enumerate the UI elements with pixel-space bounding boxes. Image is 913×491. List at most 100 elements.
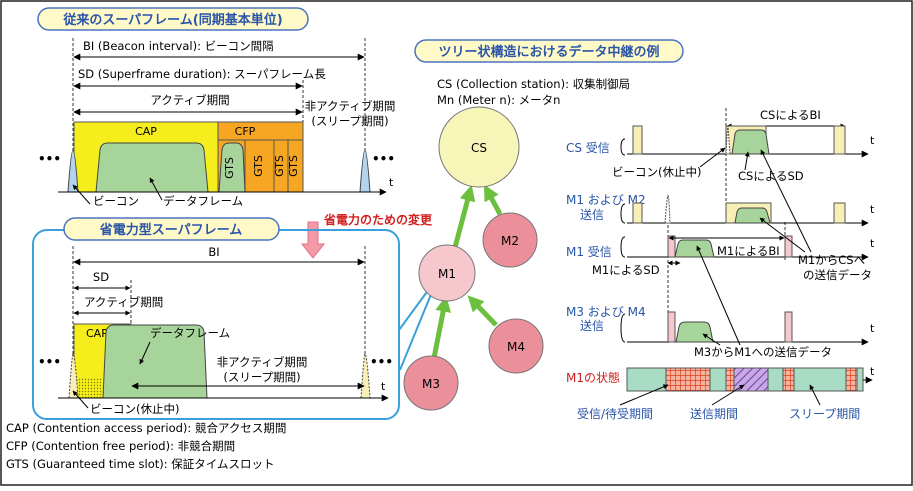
cap-data-frame — [95, 142, 209, 193]
node-m1 — [418, 244, 476, 302]
node-m4 — [488, 318, 544, 374]
gts-labels: GTS GTS GTS GTS — [223, 155, 300, 179]
m1-to-cs-pointer — [759, 217, 806, 253]
ellipsis-right: ••• — [372, 152, 395, 166]
arrow-m4-m1 — [467, 295, 498, 327]
beacon-idle-label: ビーコン(休止中) — [612, 165, 701, 179]
ps-data-frame — [102, 324, 208, 399]
cs-bi-label: CSによるBI — [760, 108, 821, 122]
m1-to-cs-label-sub: の送信データ — [803, 268, 872, 282]
ps-dataframe-pointer — [139, 341, 151, 365]
m3-to-m1-label: M3からM1への送信データ — [694, 345, 832, 359]
m1-to-cs-pointer — [760, 149, 812, 253]
tree-title-box — [414, 39, 684, 63]
legend-tx-pointer — [711, 384, 745, 406]
cs-beacon-slot — [632, 125, 643, 155]
beacon-idle-pointer — [699, 147, 726, 168]
m34-slot — [667, 311, 676, 343]
gts-label: GTS — [287, 155, 300, 177]
active-label: アクティブ期間 — [150, 93, 229, 107]
legend-tx: 送信期間 — [690, 406, 738, 421]
ps-axis-t: t — [381, 380, 386, 393]
m3-to-m1-pointer — [702, 333, 721, 346]
m1-to-cs-label: M1からCSへ — [798, 253, 865, 267]
m3-to-m1-pointer — [696, 245, 741, 346]
ps-active-label: アクティブ期間 — [84, 295, 163, 309]
ps-cap-dots — [74, 378, 102, 398]
sd-label: SD (Superframe duration): スーパフレーム長 — [78, 67, 326, 81]
beacon — [359, 149, 371, 193]
gts-data-frame — [218, 142, 246, 193]
beacon-idle — [68, 353, 79, 399]
gts-label: GTS — [252, 155, 265, 177]
m1-beacon-slot — [784, 235, 793, 258]
node-m3 — [403, 355, 459, 411]
cs-sd-pointer — [744, 151, 750, 171]
definitions: CAP (Contention access period): 競合アクセス期間… — [6, 421, 286, 471]
beacon-label: ビーコン — [93, 194, 139, 208]
definition-cfp: CFP (Contention free period): 非競合期間 — [6, 439, 235, 453]
tree-title: ツリー状構造におけるデータ中継の例 — [438, 44, 659, 60]
m12-tx-frame — [734, 207, 771, 224]
definition-cap: CAP (Contention access period): 競合アクセス期間 — [6, 421, 286, 435]
row-m12-t: t — [870, 203, 875, 216]
ps-beacon-label: ビーコン(休止中) — [90, 402, 179, 416]
m34-slot — [784, 311, 793, 343]
inactive-label: 非アクティブ期間 — [305, 99, 396, 113]
timing-chart: CSによるBI CS 受信 t ビーコン(休止中) CSによるSD M1 および… — [566, 108, 875, 421]
legend-mn: Mn (Meter n): メータn — [437, 93, 560, 107]
row-cs-t: t — [870, 134, 875, 147]
m12-slot — [632, 202, 643, 224]
m12-idle-beacon — [664, 195, 671, 224]
legend-sleep: スリープ期間 — [789, 407, 860, 421]
m34-tx-frame — [675, 321, 714, 343]
bi-label: BI (Beacon interval): ビーコン間隔 — [83, 39, 274, 53]
row-brace — [620, 236, 626, 258]
node-m1-label: M1 — [438, 267, 456, 281]
change-label: 省電力のための変更 — [323, 212, 433, 227]
ps-inactive-label-sub: (スリープ期間) — [223, 370, 300, 384]
ps-beacon-pointer — [72, 390, 89, 409]
m1-rx-frame — [674, 239, 715, 258]
ps-ellipsis-right: ••• — [370, 355, 393, 369]
beacon — [67, 149, 79, 193]
arrow-m1-cs — [450, 184, 476, 256]
ps-sd-label: SD — [93, 270, 109, 284]
legend-sleep-pointer — [809, 384, 821, 406]
legend-cs: CS (Collection station): 収集制御局 — [437, 77, 630, 91]
arrow-m3-m1 — [431, 295, 451, 359]
row-m1-rx: M1 受信 — [566, 245, 612, 259]
m12-slot — [833, 202, 846, 224]
row-m34-tx: M3 および M4 — [566, 305, 646, 319]
conventional-title: 従来のスーパフレーム(同期基本単位) — [62, 12, 282, 28]
row-m1rx-t: t — [870, 237, 875, 250]
node-m2-label: M2 — [501, 234, 519, 248]
conventional-superframe: 従来のスーパフレーム(同期基本単位) BI (Beacon interval):… — [37, 7, 396, 208]
ps-bi-label: BI — [208, 245, 219, 259]
row-m12-tx: M1 および M2 — [566, 193, 646, 207]
definition-gts: GTS (Guaranteed time slot): 保証タイムスロット — [6, 457, 275, 471]
change-indicator: 省電力のための変更 — [300, 212, 433, 259]
row-state-t: t — [870, 365, 875, 378]
legend-rx: 受信/待受期間 — [577, 407, 653, 421]
row-m12-tx-sub: 送信 — [580, 207, 604, 222]
m1-sd-label: M1によるSD — [592, 263, 660, 277]
cap-label: CAP — [135, 125, 157, 138]
ps-inactive-label: 非アクティブ期間 — [217, 355, 308, 369]
node-m3-label: M3 — [422, 377, 440, 391]
state-rx-segment — [665, 367, 711, 392]
row-cs-rx: CS 受信 — [566, 141, 610, 155]
node-cs — [438, 106, 520, 188]
node-cs-label: CS — [471, 141, 487, 155]
state-rx-segment — [782, 367, 795, 392]
row-m1-state: M1の状態 — [566, 370, 620, 385]
dataframe-label: データフレーム — [163, 194, 243, 208]
callout-line — [399, 291, 433, 371]
ps-cap-label: CAP — [86, 327, 108, 340]
state-rx-segment — [845, 367, 858, 392]
gts-label: GTS — [223, 157, 236, 179]
ps-dataframe-label: データフレーム — [150, 326, 230, 340]
legend-rx-pointer — [619, 384, 669, 406]
conventional-title-box — [37, 7, 309, 31]
